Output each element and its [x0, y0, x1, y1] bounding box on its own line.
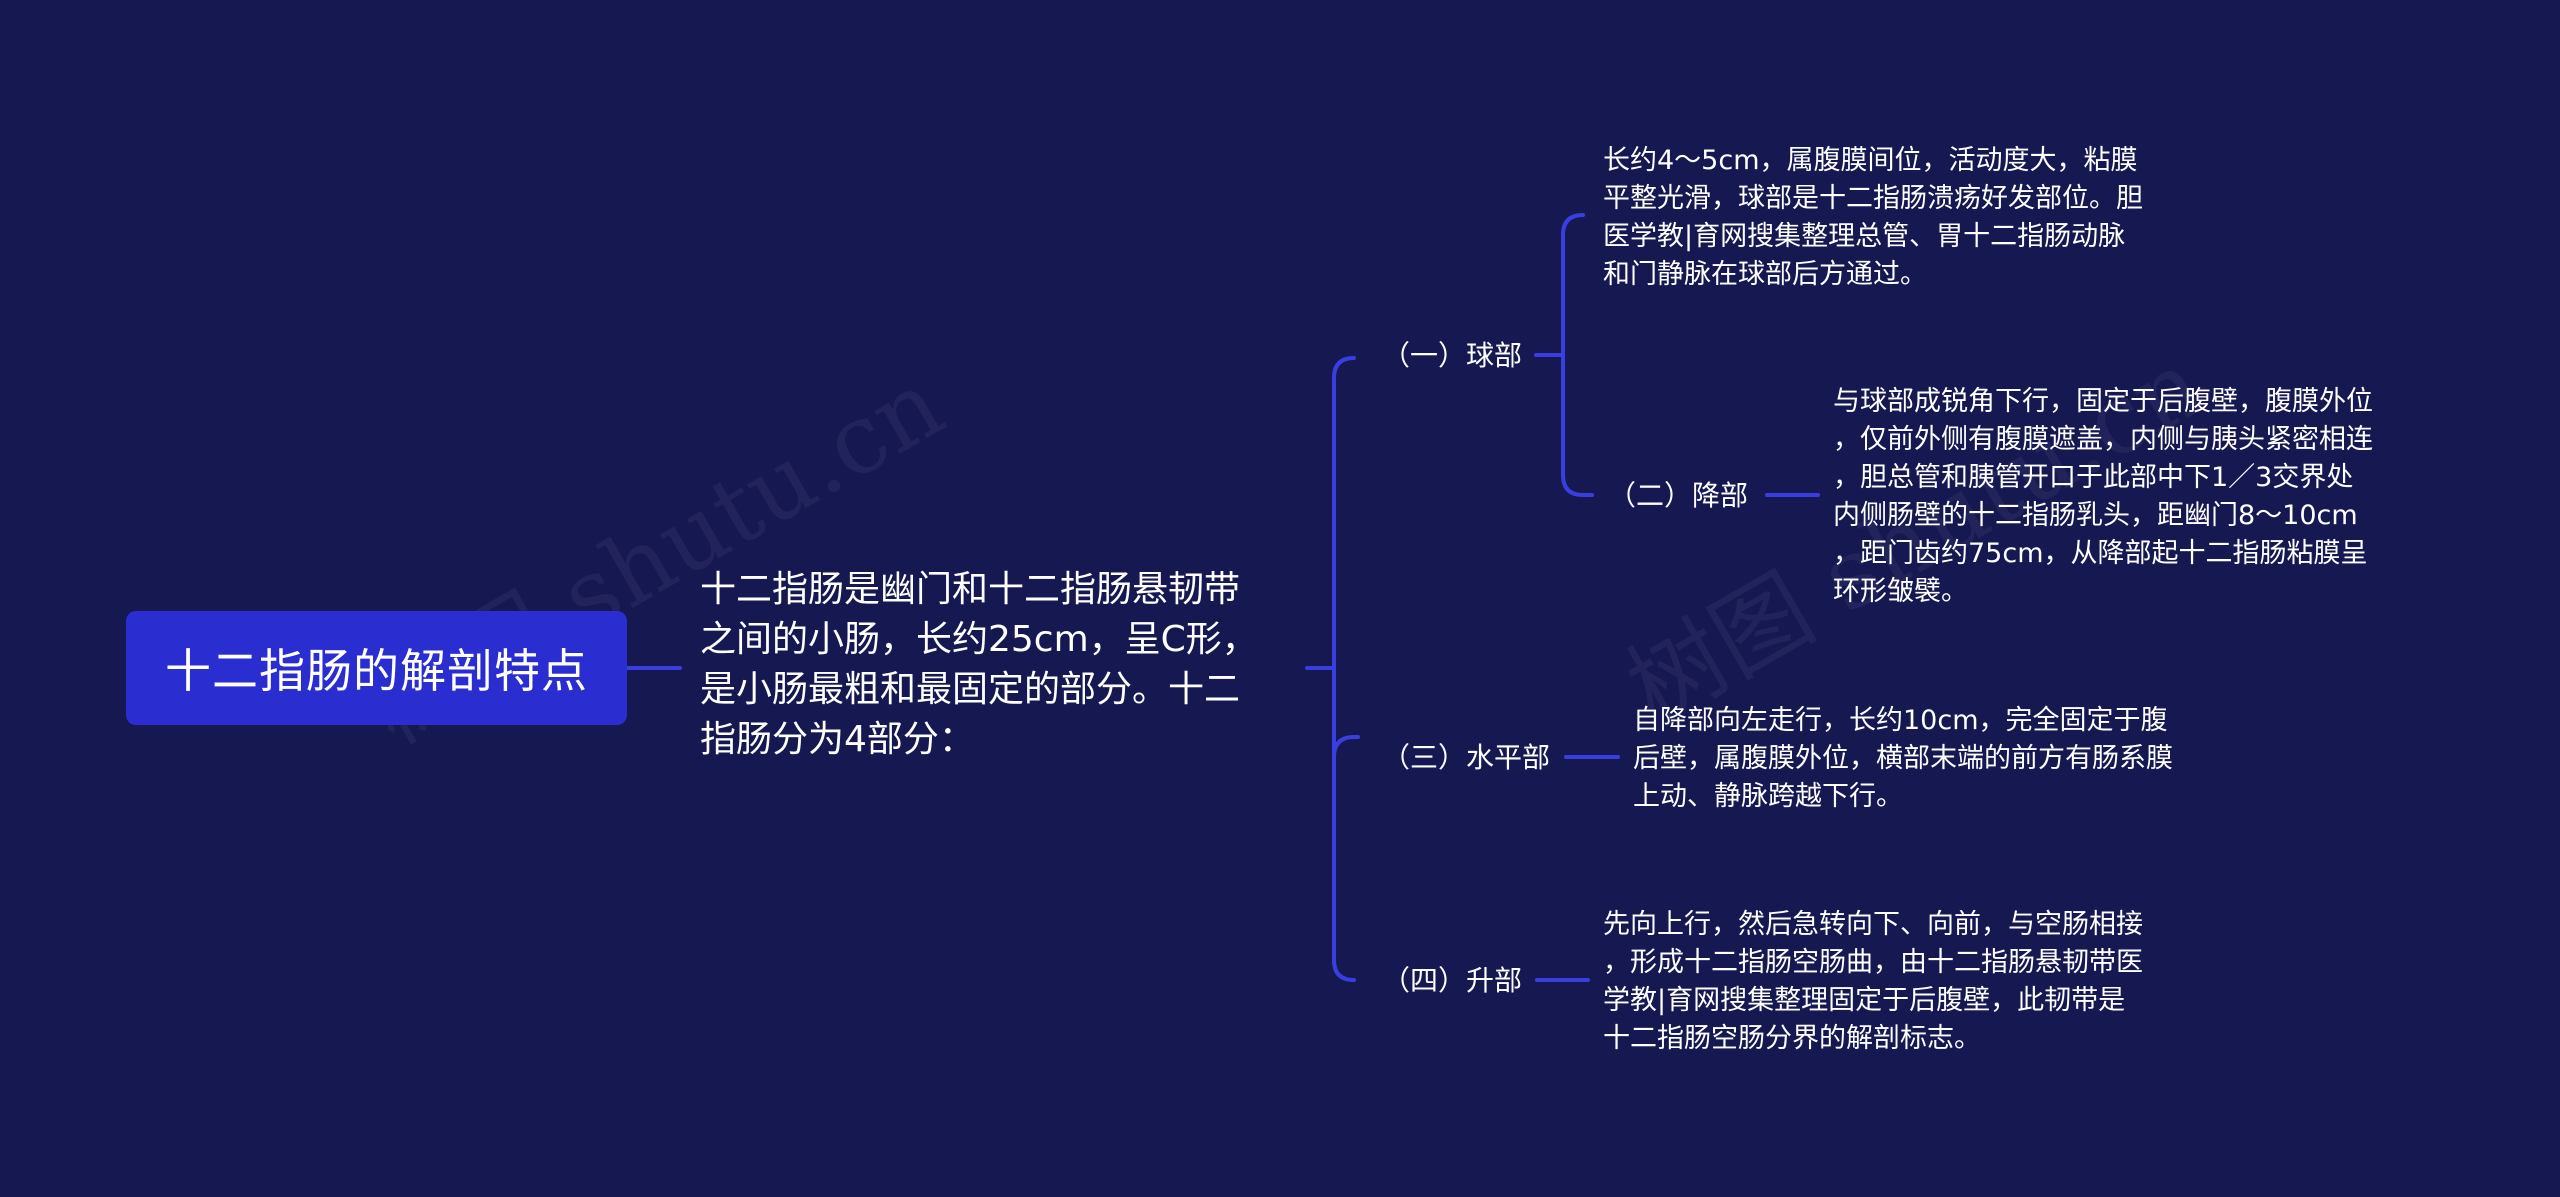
detail-line: ，仅前外侧有腹膜遮盖，内侧与胰头紧密相连: [1833, 424, 2373, 455]
detail-line: ，胆总管和胰管开口于此部中下1／3交界处: [1833, 462, 2354, 493]
summary-node[interactable]: 十二指肠是幽门和十二指肠悬韧带 之间的小肠，长约25cm，呈C形， 是小肠最粗和…: [700, 565, 1290, 765]
detail-line: 内侧肠壁的十二指肠乳头，距幽门8～10cm: [1833, 500, 2358, 531]
root-title: 十二指肠的解剖特点: [165, 644, 588, 698]
detail-line: 学教|育网搜集整理固定于后腹壁，此韧带是: [1603, 985, 2126, 1016]
root-node[interactable]: 十二指肠的解剖特点: [126, 611, 627, 725]
summary-line: 是小肠最粗和最固定的部分。十二: [700, 669, 1241, 710]
detail-line: 后壁，属腹膜外位，横部末端的前方有肠系膜: [1633, 743, 2173, 774]
branch-detail-1: 长约4～5cm，属腹膜间位，活动度大，粘膜 平整光滑，球部是十二指肠溃疡好发部位…: [1603, 142, 2143, 294]
detail-line: 自降部向左走行，长约10cm，完全固定于腹: [1633, 705, 2168, 736]
detail-line: 与球部成锐角下行，固定于后腹壁，腹膜外位: [1833, 386, 2373, 417]
detail-line: 和门静脉在球部后方通过。: [1603, 259, 1927, 290]
branch-detail-3: 自降部向左走行，长约10cm，完全固定于腹 后壁，属腹膜外位，横部末端的前方有肠…: [1633, 702, 2173, 816]
detail-line: 环形皱襞。: [1833, 576, 1968, 607]
detail-line: ，距门齿约75cm，从降部起十二指肠粘膜呈: [1833, 538, 2368, 569]
branch-detail-2: 与球部成锐角下行，固定于后腹壁，腹膜外位 ，仅前外侧有腹膜遮盖，内侧与胰头紧密相…: [1833, 383, 2373, 611]
branch-label-4[interactable]: （四）升部: [1382, 964, 1523, 997]
detail-line: ，形成十二指肠空肠曲，由十二指肠悬韧带医: [1603, 947, 2143, 978]
branch-label-2[interactable]: （二）降部: [1608, 479, 1749, 512]
detail-line: 上动、静脉跨越下行。: [1633, 781, 1903, 812]
branch-detail-4: 先向上行，然后急转向下、向前，与空肠相接 ，形成十二指肠空肠曲，由十二指肠悬韧带…: [1603, 906, 2143, 1058]
branch-label-1[interactable]: （一）球部: [1382, 339, 1523, 372]
summary-line: 十二指肠是幽门和十二指肠悬韧带: [700, 569, 1241, 610]
detail-line: 平整光滑，球部是十二指肠溃疡好发部位。胆: [1603, 183, 2143, 214]
detail-line: 长约4～5cm，属腹膜间位，活动度大，粘膜: [1603, 145, 2138, 176]
summary-line: 指肠分为4部分：: [700, 719, 975, 760]
branch-label-3[interactable]: （三）水平部: [1382, 741, 1551, 774]
detail-line: 先向上行，然后急转向下、向前，与空肠相接: [1603, 909, 2143, 940]
detail-line: 十二指肠空肠分界的解剖标志。: [1603, 1023, 1981, 1054]
detail-line: 医学教|育网搜集整理总管、胃十二指肠动脉: [1603, 221, 2126, 252]
summary-line: 之间的小肠，长约25cm，呈C形，: [700, 619, 1258, 660]
